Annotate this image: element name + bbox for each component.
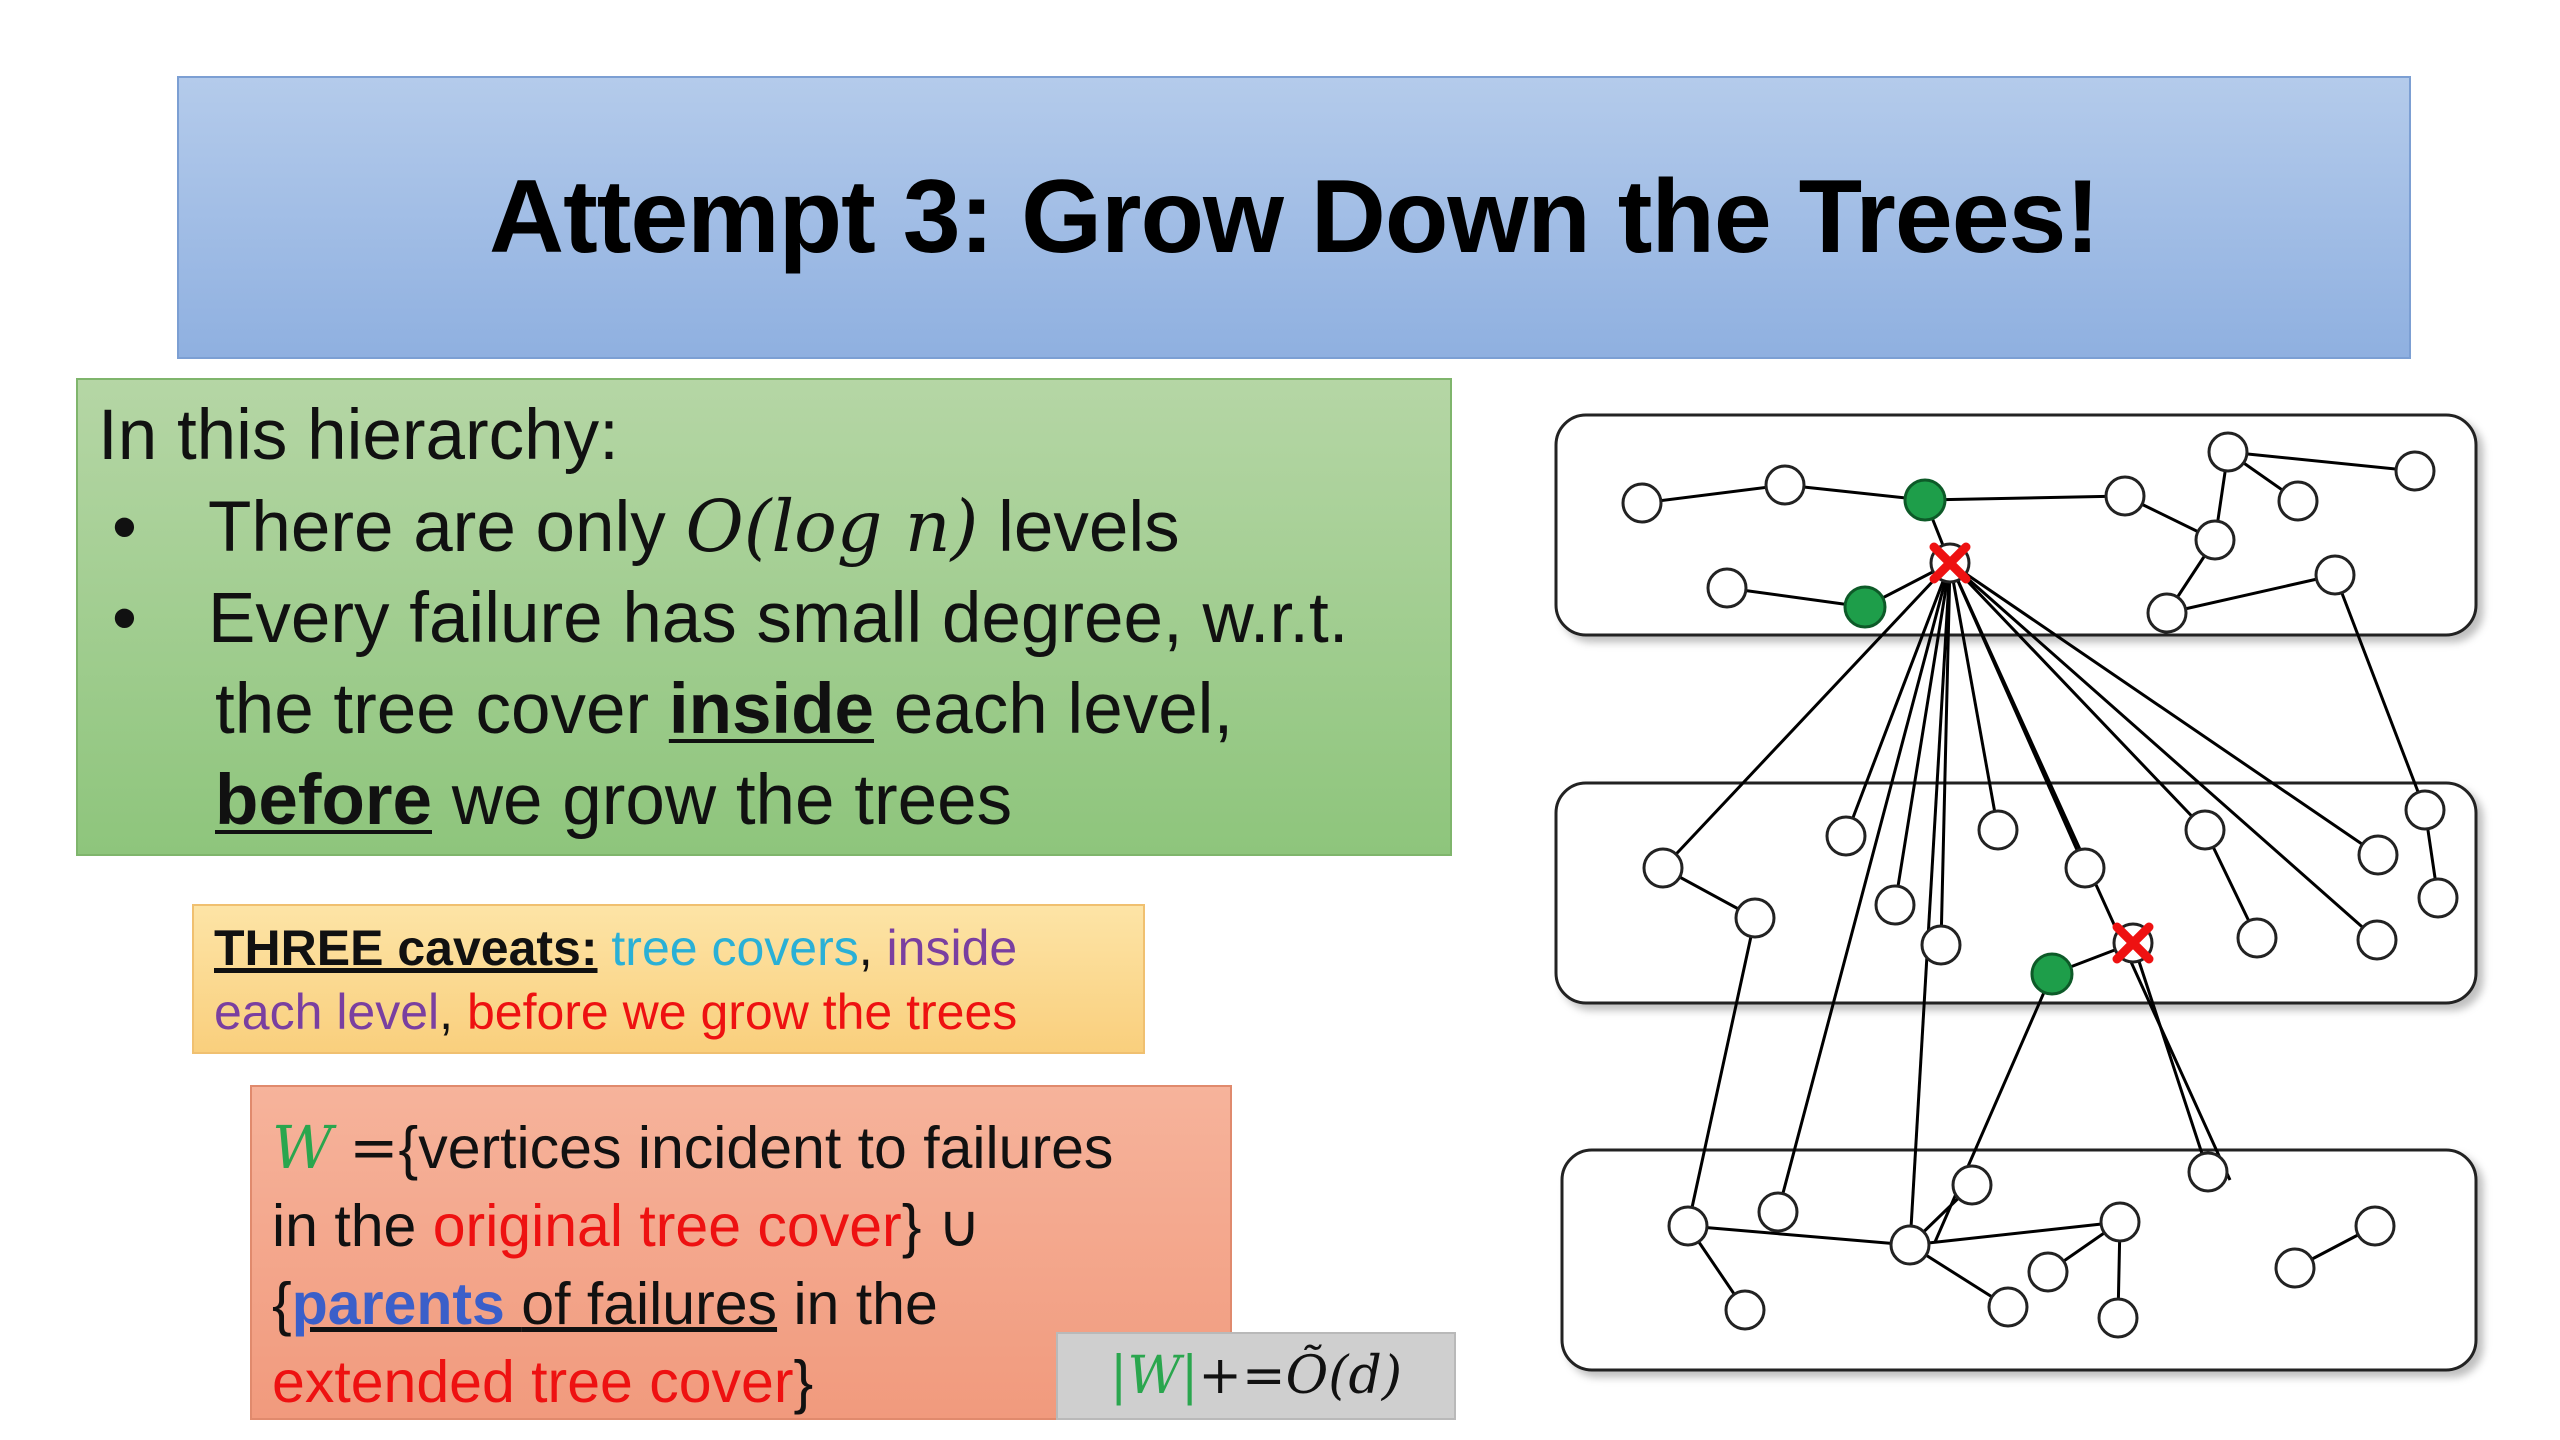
node (2236, 917, 2278, 959)
node (1951, 1164, 1993, 1206)
w-abs: |W| (1109, 1346, 1199, 1406)
bullet-levels: •There are only O(log n) levels (98, 481, 1430, 573)
node (2417, 877, 2459, 919)
failures (1929, 542, 2154, 964)
extended-tree-cover: extended tree cover (272, 1349, 794, 1415)
node (2356, 919, 2398, 961)
node (1757, 1191, 1799, 1233)
w-node-green (1843, 585, 1887, 629)
node (2027, 1251, 2069, 1293)
node (2274, 1247, 2316, 1289)
node (2099, 1201, 2141, 1243)
title-banner: Attempt 3: Grow Down the Trees! (177, 76, 2411, 359)
math-olog-n: O(log n) (685, 485, 979, 568)
node (2207, 431, 2249, 473)
caveats-label: THREE caveats: (214, 920, 598, 976)
failure-x-icon (2112, 922, 2154, 964)
bullet-dot: • (112, 488, 137, 567)
node (2404, 789, 2446, 831)
parents-link[interactable]: parents (291, 1271, 522, 1337)
node (2277, 480, 2319, 522)
node (1734, 897, 1776, 939)
node (1706, 567, 1748, 609)
w-definition-box: W ={vertices incident to failures in the… (250, 1085, 1232, 1420)
emphasis-before: before (215, 761, 432, 840)
node (1987, 1286, 2029, 1328)
w-node-green (1903, 478, 1947, 522)
level-box-middle (1554, 781, 2478, 1005)
node (1874, 884, 1916, 926)
original-tree-cover: original tree cover (432, 1193, 902, 1259)
node (2357, 834, 2399, 876)
w-size-value: Õ(d) (1285, 1346, 1403, 1406)
node (1920, 924, 1962, 966)
w-variable: W (272, 1113, 333, 1182)
caveat-before: before we grow the trees (466, 984, 1018, 1040)
node (2104, 475, 2146, 517)
node (1889, 1224, 1931, 1266)
node (2187, 1151, 2229, 1193)
tree-hierarchy-diagram (1554, 413, 2478, 1372)
node (2097, 1297, 2139, 1339)
node (1621, 482, 1663, 524)
slide-title: Attempt 3: Grow Down the Trees! (488, 159, 2100, 275)
w-node-green (2030, 952, 2074, 996)
node (1825, 815, 1867, 857)
node (2354, 1205, 2396, 1247)
node (2184, 809, 2226, 851)
caveat-inside: inside (886, 920, 1018, 976)
node (2146, 592, 2188, 634)
nodes (1621, 431, 2459, 1339)
level-box-bottom (1560, 1148, 2478, 1372)
node (1724, 1289, 1766, 1331)
bullet-degree-line3: before we grow the trees (215, 761, 1013, 840)
node (1764, 464, 1806, 506)
node (1667, 1205, 1709, 1247)
node (2194, 519, 2236, 561)
node (2064, 847, 2106, 889)
w-size-box: |W| += Õ(d) (1056, 1332, 1456, 1420)
hierarchy-heading: In this hierarchy: (98, 396, 619, 475)
node (2314, 554, 2356, 596)
caveats-box: THREE caveats: tree covers, inside each … (192, 904, 1145, 1054)
caveat-tree-covers: tree covers (611, 920, 859, 976)
failure-x-icon (1929, 542, 1971, 584)
w-nodes (1843, 478, 2074, 996)
hierarchy-box: In this hierarchy: •There are only O(log… (76, 378, 1452, 856)
node (2394, 450, 2436, 492)
bullet-degree-line2: the tree cover inside each level, (215, 670, 1234, 749)
emphasis-inside: inside (668, 670, 875, 749)
caveat-each-level: each level (214, 984, 440, 1040)
node (1977, 809, 2019, 851)
bullet-dot: • (112, 579, 137, 658)
node (1642, 847, 1684, 889)
bullet-degree: •Every failure has small degree, w.r.t. (98, 573, 1430, 664)
